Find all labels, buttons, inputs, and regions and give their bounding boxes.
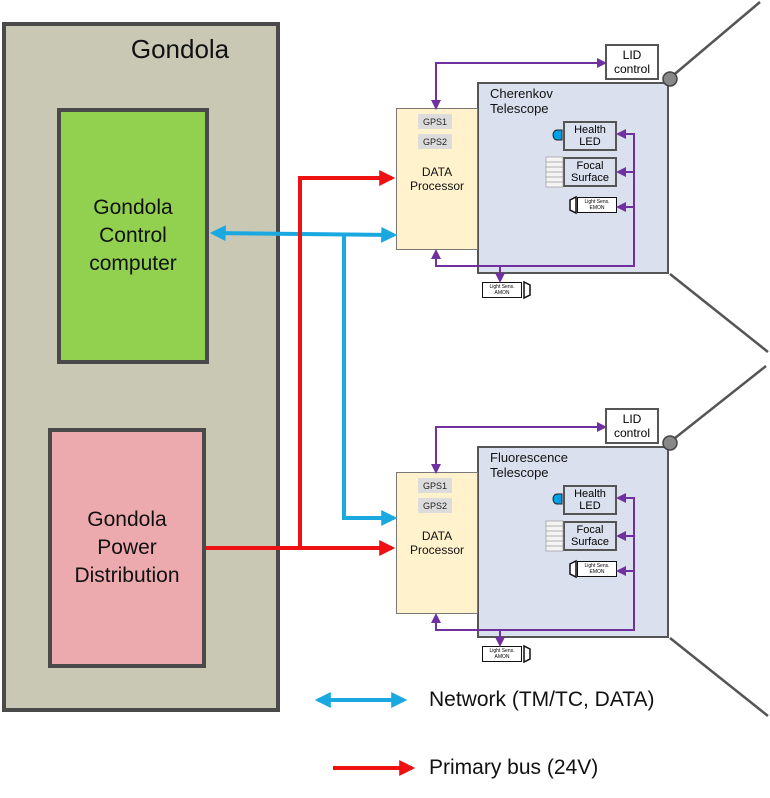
amon-light-sensor: Light Sens. AMON <box>482 282 522 298</box>
internal-signals <box>431 422 635 647</box>
gondola-power-distribution: Gondola Power Distribution <box>48 428 206 668</box>
legend-primary-bus-label: Primary bus (24V) <box>429 756 599 779</box>
gps1-module: GPS1 <box>418 478 452 493</box>
network-lines <box>209 225 398 526</box>
gondola-control-computer: Gondola Control computer <box>57 108 209 364</box>
led-bulb-icon <box>552 493 563 505</box>
pivot-joint <box>662 71 678 87</box>
gondola-title: Gondola <box>130 34 230 64</box>
legend-network-label: Network (TM/TC, DATA) <box>429 688 655 711</box>
telescope-struts <box>669 1 769 717</box>
focal-surface-grid <box>545 156 564 552</box>
primary-bus-lines <box>206 170 396 556</box>
internal-signals <box>431 58 635 283</box>
led-bulb-icon <box>552 129 563 141</box>
gps1-module: GPS1 <box>418 114 452 129</box>
pivot-joint <box>662 435 678 451</box>
lid-control: LID control <box>605 408 659 444</box>
